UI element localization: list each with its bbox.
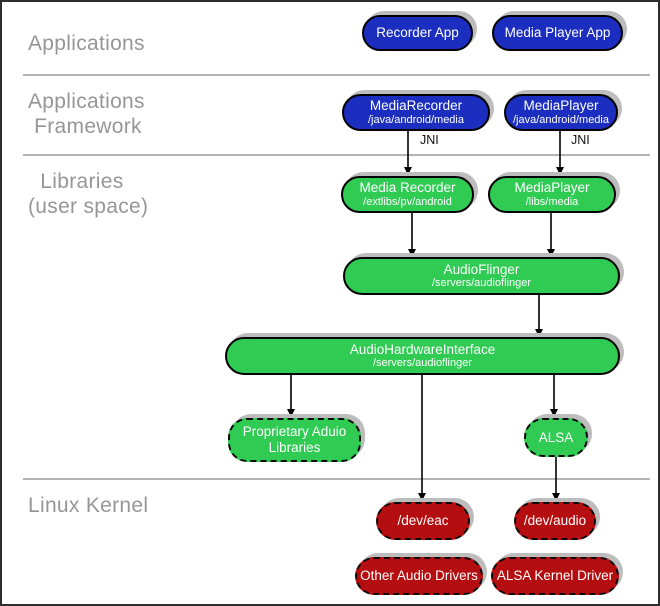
- node-proprietary-audio-libraries: Proprietary Aduio Libraries: [228, 418, 361, 462]
- node-path: /servers/audioflinger: [431, 277, 532, 290]
- separator-kernel: [23, 478, 650, 480]
- node-label: /dev/eac: [397, 513, 449, 529]
- node-path: /servers/audioflinger: [372, 357, 473, 370]
- node-media-player-app: Media Player App: [492, 15, 623, 51]
- node-label: MediaRecorder: [369, 98, 463, 114]
- node-dev-eac: /dev/eac: [376, 502, 470, 540]
- node-label: MediaPlayer: [514, 180, 590, 196]
- separator-framework: [23, 154, 650, 156]
- section-label-applications: Applications: [28, 32, 145, 55]
- node-alsa-kernel-driver: ALSA Kernel Driver: [491, 557, 619, 595]
- node-path: /java/android/media: [512, 113, 609, 126]
- node-mediarecorder-framework: MediaRecorder /java/android/media: [342, 94, 490, 131]
- node-label: AudioHardwareInterface: [349, 341, 496, 357]
- node-mediaplayer-lib: MediaPlayer /libs/media: [488, 176, 616, 213]
- node-path: /extlibs/pv/android: [363, 195, 452, 208]
- node-recorder-app: Recorder App: [362, 15, 473, 51]
- node-label: MediaPlayer: [523, 98, 599, 114]
- separator-applications: [23, 74, 650, 76]
- node-media-recorder-lib: Media Recorder /extlibs/pv/android: [341, 176, 474, 213]
- node-label: Proprietary Aduio Libraries: [242, 424, 347, 455]
- node-label: Media Player App: [504, 25, 611, 41]
- section-label-applications-framework: Applications Framework: [28, 90, 145, 138]
- node-other-audio-drivers: Other Audio Drivers: [355, 557, 483, 595]
- node-path: /libs/media: [525, 195, 579, 208]
- node-dev-audio: /dev/audio: [514, 502, 596, 540]
- jni-label-right: JNI: [571, 133, 590, 147]
- node-path: /java/android/media: [367, 113, 464, 126]
- jni-label-left: JNI: [420, 133, 439, 147]
- node-mediaplayer-framework: MediaPlayer /java/android/media: [504, 94, 618, 131]
- node-label: Other Audio Drivers: [360, 568, 478, 584]
- node-label: Media Recorder: [359, 180, 456, 196]
- node-label: ALSA Kernel Driver: [496, 568, 614, 584]
- node-label: Recorder App: [376, 25, 459, 41]
- section-label-libraries: Libraries (user space): [28, 170, 149, 218]
- node-label: /dev/audio: [523, 513, 587, 529]
- node-label: AudioFlinger: [443, 261, 520, 277]
- node-audio-hardware-interface: AudioHardwareInterface /servers/audiofli…: [225, 337, 620, 375]
- node-label: ALSA: [538, 429, 574, 445]
- section-label-linux-kernel: Linux Kernel: [28, 494, 149, 517]
- node-alsa: ALSA: [524, 418, 588, 457]
- node-audioflinger: AudioFlinger /servers/audioflinger: [343, 257, 620, 295]
